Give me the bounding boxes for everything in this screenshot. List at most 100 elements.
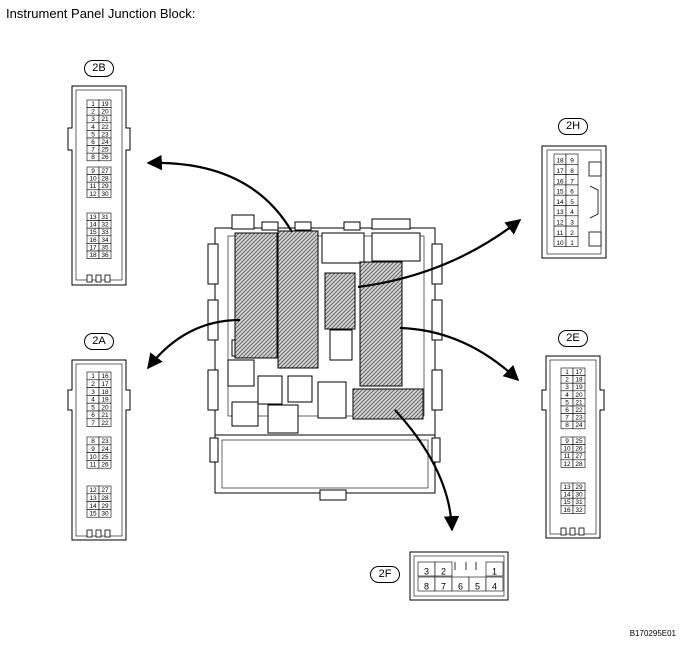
pin-number: 15 bbox=[89, 229, 97, 236]
pin-cell bbox=[485, 576, 504, 592]
pin-number: 16 bbox=[101, 373, 109, 380]
pin-number: 23 bbox=[101, 131, 109, 138]
pin-number: 16 bbox=[563, 507, 571, 514]
pin-number: 11 bbox=[90, 462, 97, 469]
pin-number: 14 bbox=[556, 199, 564, 206]
connector-label-2E: 2E bbox=[558, 330, 588, 347]
pin-cell bbox=[98, 152, 112, 162]
pin-number: 9 bbox=[570, 158, 574, 165]
pin-number: 29 bbox=[575, 484, 583, 491]
pin-number: 18 bbox=[101, 389, 109, 396]
pin-number: 23 bbox=[101, 438, 109, 445]
pin-number: 15 bbox=[89, 511, 97, 518]
arrow-to-2E bbox=[399, 326, 520, 382]
pin-number: 3 bbox=[91, 116, 95, 123]
pin-cell bbox=[98, 189, 112, 198]
pin-number: 17 bbox=[575, 369, 583, 376]
pin-number: 10 bbox=[556, 240, 564, 247]
pin-number: 7 bbox=[441, 581, 446, 591]
pin-number: 6 bbox=[91, 412, 95, 419]
pin-number: 22 bbox=[101, 124, 109, 131]
pin-number: 35 bbox=[101, 244, 109, 251]
pin-number: 18 bbox=[89, 252, 97, 259]
pin-number: 16 bbox=[89, 237, 97, 244]
pin-number: 32 bbox=[575, 507, 583, 514]
pin-number: 11 bbox=[564, 453, 571, 460]
pin-number: 29 bbox=[101, 503, 109, 510]
connector-2B-latches bbox=[86, 274, 111, 283]
pin-number: 4 bbox=[91, 124, 95, 131]
pin-number: 13 bbox=[556, 209, 564, 216]
relay-block-center bbox=[277, 230, 319, 369]
pin-number: 5 bbox=[91, 131, 95, 138]
arrow-to-2H bbox=[357, 219, 522, 289]
pin-number: 17 bbox=[89, 244, 97, 251]
pin-number: 31 bbox=[575, 499, 583, 506]
pin-number: 7 bbox=[565, 415, 569, 422]
connector-label-2F: 2F bbox=[370, 566, 400, 583]
pin-number: 1 bbox=[91, 101, 95, 108]
pin-number: 16 bbox=[556, 178, 564, 185]
pin-number: 30 bbox=[101, 191, 109, 198]
pin-cell bbox=[98, 418, 112, 427]
pin-number: 10 bbox=[89, 454, 97, 461]
pin-number: 7 bbox=[91, 147, 95, 154]
pin-number: 13 bbox=[89, 495, 97, 502]
pin-number: 3 bbox=[565, 384, 569, 391]
pin-number: 27 bbox=[101, 487, 109, 494]
pin-number: 1 bbox=[492, 566, 497, 576]
pin-number: 24 bbox=[101, 139, 109, 146]
pin-number: 10 bbox=[563, 446, 571, 453]
pin-number: 8 bbox=[565, 422, 569, 429]
pin-number: 30 bbox=[575, 492, 583, 499]
pin-number: 6 bbox=[458, 581, 463, 591]
pin-number: 1 bbox=[565, 369, 569, 376]
pin-number: 10 bbox=[89, 176, 97, 183]
pin-number: 25 bbox=[101, 147, 109, 154]
pin-number: 2 bbox=[565, 377, 569, 384]
pin-number: 22 bbox=[575, 407, 583, 414]
pin-number: 4 bbox=[565, 392, 569, 399]
pin-number: 26 bbox=[101, 462, 109, 469]
pin-number: 11 bbox=[90, 183, 97, 190]
pin-cell bbox=[572, 420, 586, 430]
relay-block-small bbox=[324, 272, 356, 330]
arrow-to-2B bbox=[146, 154, 293, 233]
connector-label-2H: 2H bbox=[558, 118, 588, 135]
pin-number: 33 bbox=[101, 229, 109, 236]
pin-number: 3 bbox=[91, 389, 95, 396]
pin-number: 4 bbox=[570, 209, 574, 216]
pin-number: 2 bbox=[91, 109, 95, 116]
pin-number: 3 bbox=[570, 220, 574, 227]
pin-number: 13 bbox=[89, 214, 97, 221]
pin-cell bbox=[98, 460, 112, 469]
pin-number: 12 bbox=[89, 191, 97, 198]
pin-number: 19 bbox=[101, 101, 109, 108]
pin-number: 21 bbox=[101, 412, 109, 419]
pin-number: 30 bbox=[101, 511, 109, 518]
pin-cell bbox=[572, 459, 586, 468]
pin-number: 18 bbox=[575, 377, 583, 384]
pin-number: 32 bbox=[101, 222, 109, 229]
connector-label-2B: 2B bbox=[84, 60, 114, 77]
pin-cell bbox=[485, 561, 504, 577]
pin-number: 2 bbox=[91, 381, 95, 388]
pin-cell bbox=[98, 250, 112, 259]
arrow-to-2F bbox=[394, 409, 460, 532]
pin-number: 11 bbox=[557, 230, 564, 237]
pin-number: 12 bbox=[556, 220, 564, 227]
pin-number: 12 bbox=[563, 461, 571, 468]
pin-number: 20 bbox=[575, 392, 583, 399]
diagram-title: Instrument Panel Junction Block: bbox=[6, 6, 196, 21]
pin-number: 9 bbox=[565, 438, 569, 445]
arrow-to-2A bbox=[147, 318, 241, 370]
pin-number: 1 bbox=[570, 240, 574, 247]
pin-number: 24 bbox=[575, 422, 583, 429]
pin-number: 24 bbox=[101, 446, 109, 453]
pin-number: 31 bbox=[101, 214, 109, 221]
pin-number: 20 bbox=[101, 109, 109, 116]
pin-number: 17 bbox=[101, 381, 109, 388]
pin-number: 26 bbox=[575, 446, 583, 453]
pin-number: 23 bbox=[575, 415, 583, 422]
